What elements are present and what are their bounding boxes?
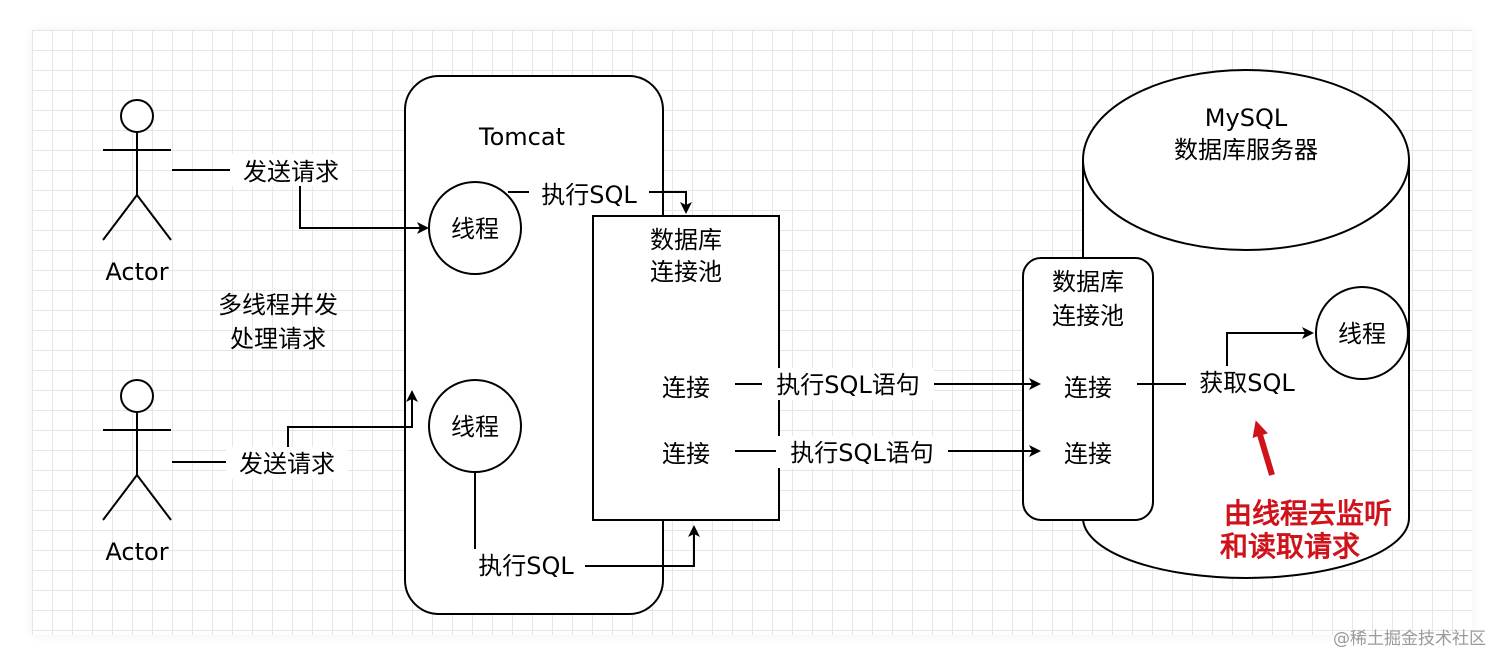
- tomcat-title: Tomcat: [478, 123, 565, 151]
- sql-statement-label-1-bg: [762, 368, 934, 400]
- sql-statement-label-2: 执行SQL语句: [790, 439, 934, 467]
- fetch-sql-label-bg: [1186, 366, 1308, 398]
- mysql-pool-title-line1: 数据库: [1052, 268, 1124, 296]
- mysql-connection-pool: [1022, 257, 1154, 521]
- concurrency-note-line2: 处理请求: [230, 325, 326, 353]
- concurrency-note-line1: 多线程并发: [218, 291, 338, 319]
- actor-bottom-label: Actor: [105, 538, 168, 566]
- tomcat-pool-connection-2: 连接: [662, 440, 710, 468]
- note-line2: 和读取请求: [1220, 530, 1360, 563]
- mysql-pool-title-line2: 连接池: [1052, 302, 1124, 330]
- fetch-sql-label: 获取SQL: [1199, 369, 1295, 397]
- actor-top-label: Actor: [105, 258, 168, 286]
- fetch-sql-arrow: [1137, 327, 1314, 385]
- tomcat-connection-pool: [592, 215, 780, 521]
- request-label-top: 发送请求: [243, 158, 339, 186]
- mysql-pool-connection-1: 连接: [1064, 374, 1112, 402]
- watermark: @稀土掘金技术社区: [1333, 629, 1486, 649]
- actor-bottom: [102, 379, 172, 521]
- tomcat-pool-title-line2: 连接池: [650, 258, 722, 286]
- exec-sql-label-top: 执行SQL: [541, 181, 637, 209]
- mysql-title-line2: 数据库服务器: [1174, 136, 1318, 164]
- mysql-pool-connection-2: 连接: [1064, 440, 1112, 468]
- exec-sql-label-top-bg: [529, 178, 649, 208]
- tomcat-thread-bottom-label: 线程: [451, 413, 499, 441]
- request-label-top-bg: [230, 154, 352, 186]
- actor-top: [102, 99, 172, 241]
- note-line1: 由线程去监听: [1224, 497, 1392, 530]
- tomcat-thread-top-label: 线程: [451, 215, 499, 243]
- mysql-thread: [1315, 286, 1409, 380]
- mysql-title-line1: MySQL: [1205, 104, 1288, 132]
- mysql-thread-label: 线程: [1338, 320, 1386, 348]
- exec-sql-label-bottom-bg: [467, 549, 585, 581]
- tomcat-pool-connection-1: 连接: [662, 374, 710, 402]
- sql-statement-label-2-bg: [776, 436, 948, 468]
- tomcat-thread-top: [428, 181, 522, 275]
- exec-sql-label-bottom: 执行SQL: [478, 552, 574, 580]
- sql-statement-label-1: 执行SQL语句: [776, 371, 920, 399]
- request-label-bottom: 发送请求: [239, 450, 335, 478]
- note-arrow: [1252, 420, 1275, 476]
- request-label-bottom-bg: [226, 447, 348, 479]
- tomcat-pool-title-line1: 数据库: [650, 226, 722, 254]
